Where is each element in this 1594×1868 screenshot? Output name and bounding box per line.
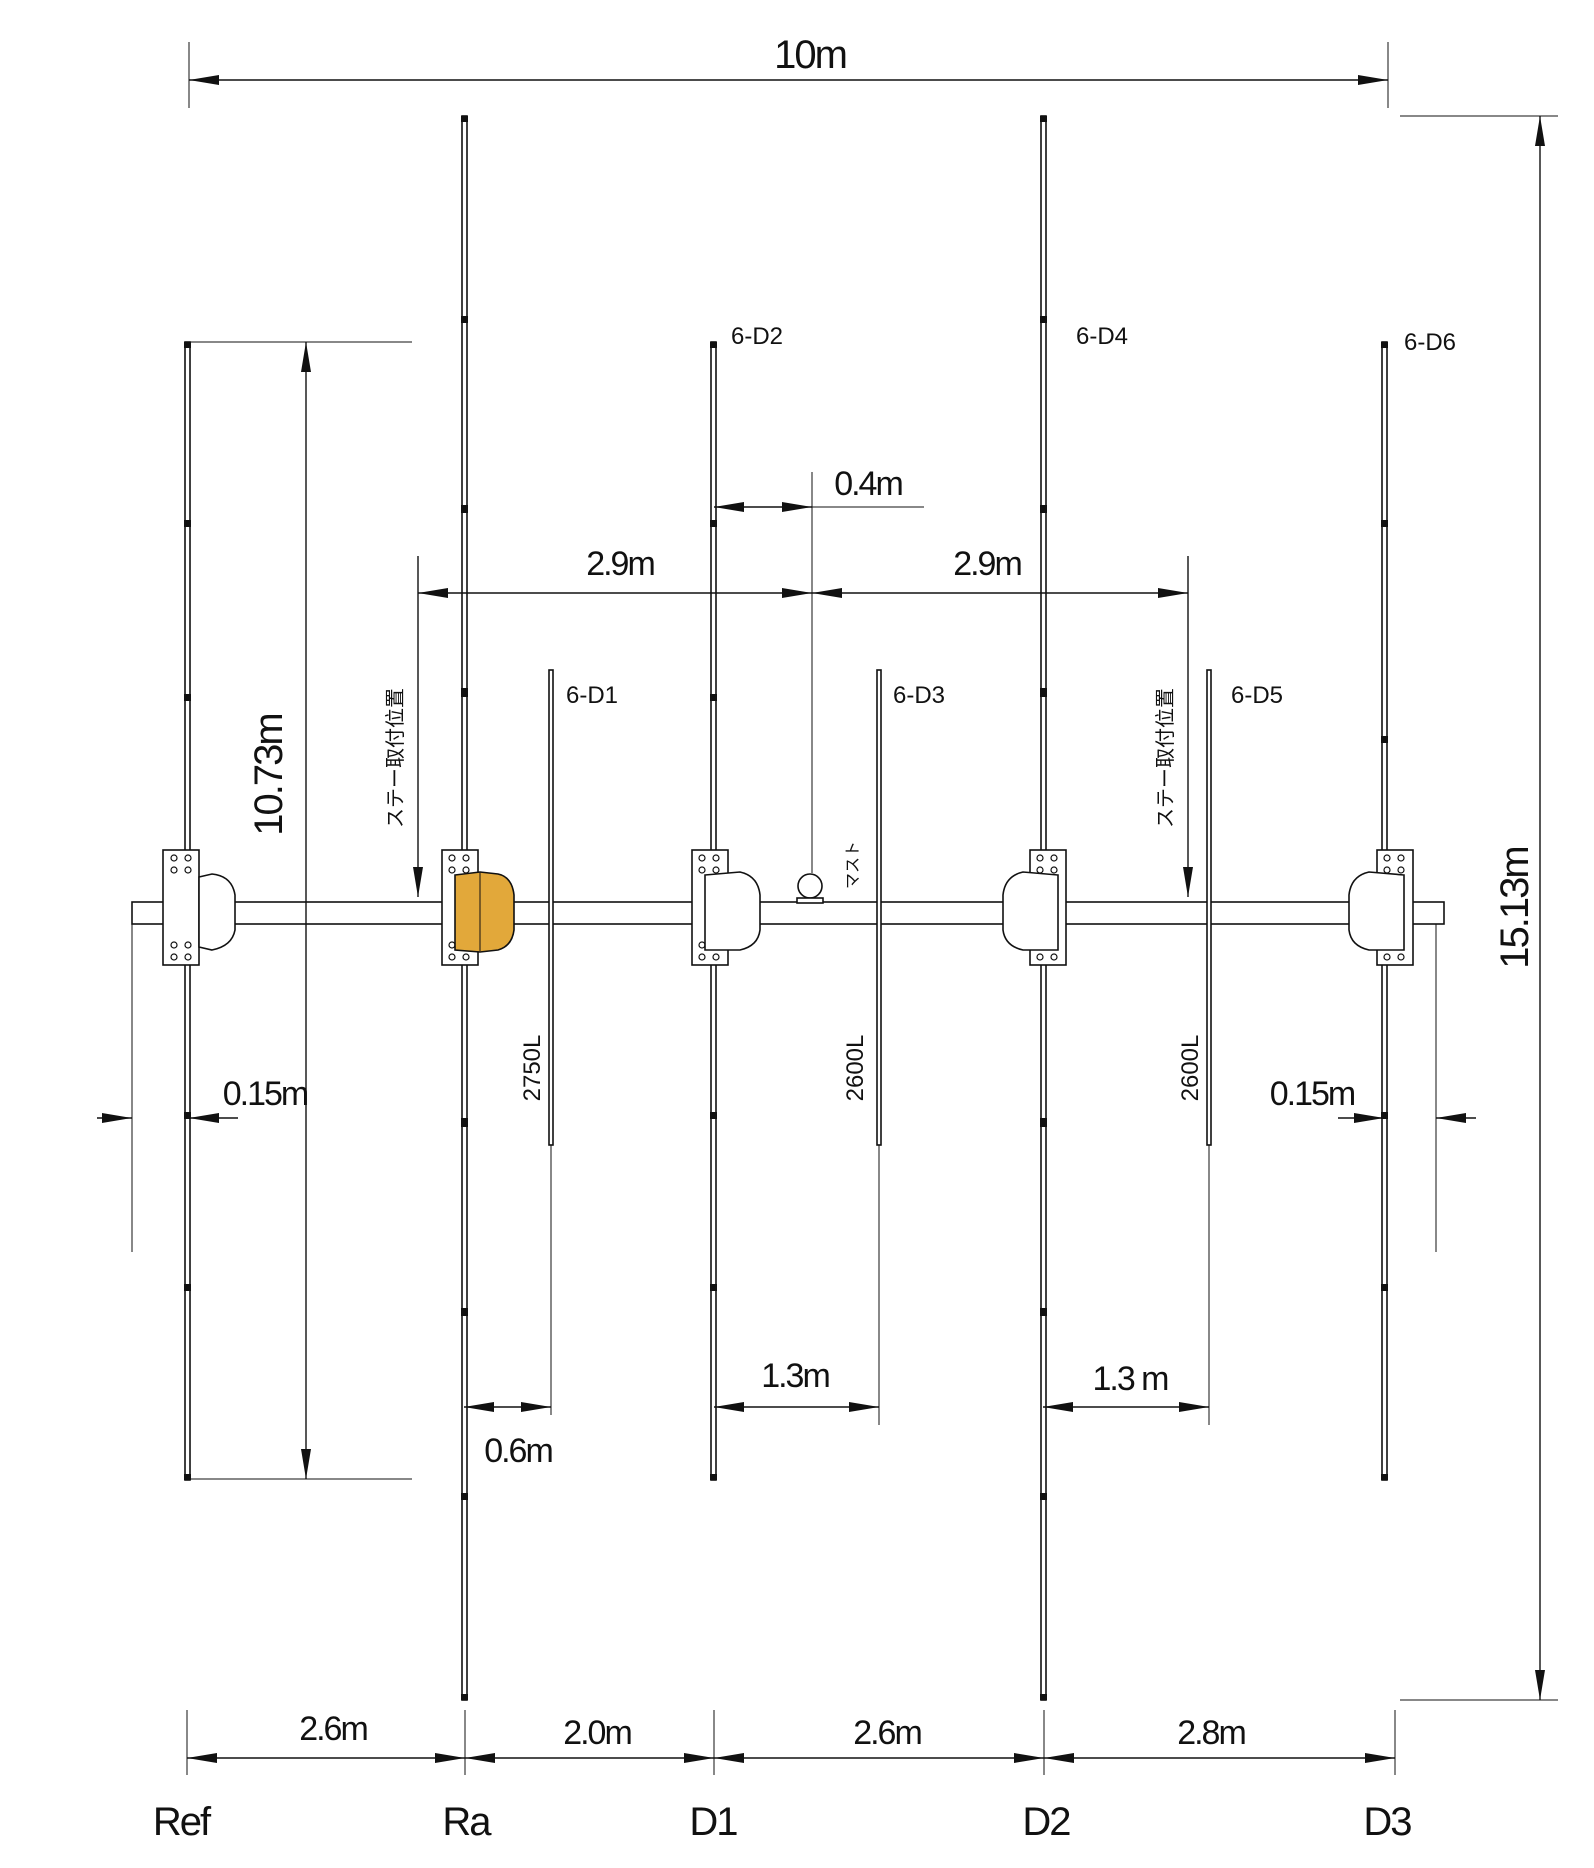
boom xyxy=(131,901,1445,925)
d2-to-d5-label: 1.3 m xyxy=(1092,1360,1168,1398)
sub-element-d3 xyxy=(876,669,882,1146)
mast xyxy=(796,873,824,904)
bracket-d2 xyxy=(1002,849,1067,966)
sub-label-d5: 6-D5 xyxy=(1231,682,1283,709)
mast-label: マスト xyxy=(845,841,862,889)
label-ra: Ra xyxy=(442,1800,492,1844)
sub-element-d1 xyxy=(548,669,554,1146)
left-span-label: 2.9m xyxy=(586,545,654,583)
spacing-label-1: 2.6m xyxy=(299,1710,367,1748)
spacing-label-2: 2.0m xyxy=(563,1714,631,1752)
stay-label-left: ステー取付位置 xyxy=(384,688,407,828)
left-offset-label: 0.15m xyxy=(223,1075,308,1113)
sub-length-d5: 2600L xyxy=(1177,1035,1204,1102)
bracket-d1 xyxy=(691,849,761,966)
mast-offset-label: 0.4m xyxy=(834,465,902,503)
sub-length-d3: 2600L xyxy=(842,1035,869,1102)
bracket-ra xyxy=(441,849,515,966)
boom-length-label: 10m xyxy=(774,33,846,77)
feed-housing xyxy=(454,871,515,953)
ra-to-d1-label: 0.6m xyxy=(484,1432,552,1470)
bracket-d3 xyxy=(1348,849,1414,966)
label-ref: Ref xyxy=(153,1800,212,1844)
sub-label-d3: 6-D3 xyxy=(893,682,945,709)
spacing-label-4: 2.8m xyxy=(1177,1714,1245,1752)
d1-to-d3-label: 1.3m xyxy=(761,1357,829,1395)
spacing-label-3: 2.6m xyxy=(853,1714,921,1752)
label-d2: D2 xyxy=(1022,1800,1070,1844)
sub-label-d6: 6-D6 xyxy=(1404,329,1456,356)
sub-label-d2: 6-D2 xyxy=(731,323,783,350)
bracket-ref xyxy=(162,849,236,966)
sub-element-d5 xyxy=(1206,669,1212,1146)
total-height-label: 15.13m xyxy=(1493,847,1537,968)
stay-label-right: ステー取付位置 xyxy=(1154,688,1177,828)
right-offset-label: 0.15m xyxy=(1270,1075,1355,1113)
right-span-label: 2.9m xyxy=(953,545,1021,583)
element-length-label: 10.73m xyxy=(247,714,291,835)
sub-label-d4: 6-D4 xyxy=(1076,323,1128,350)
label-d1: D1 xyxy=(689,1800,737,1844)
label-d3: D3 xyxy=(1363,1800,1411,1844)
sub-label-d1: 6-D1 xyxy=(566,682,618,709)
sub-length-d1: 2750L xyxy=(519,1035,546,1102)
